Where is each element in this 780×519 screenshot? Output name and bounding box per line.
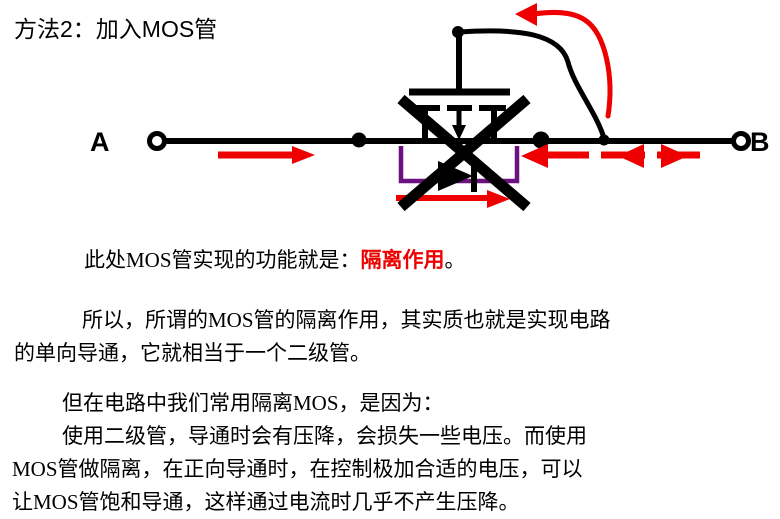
- junction-dot-right: [532, 131, 550, 149]
- gate-control-red-curve: [531, 9, 613, 119]
- reason-line-3: 让MOS管饱和导通，这样通过电流时几乎不产生压降。: [12, 490, 520, 514]
- left-current-arrowhead-icon: [292, 146, 315, 164]
- reason-line-1: 使用二级管，导通时会有压降，会损失一些电压。而使用: [62, 424, 587, 448]
- bulk-arrow-icon: [452, 125, 466, 140]
- gate-control-red-arrowhead-icon: [515, 3, 537, 26]
- function-statement: 此处MOS管实现的功能就是：隔离作用。: [84, 244, 466, 277]
- terminal-a-node: [147, 131, 167, 151]
- reason-line-2: MOS管做隔离，在正向导通时，在控制极加合适的电压，可以: [12, 457, 583, 481]
- diode-forward-arrowhead-icon: [487, 190, 510, 208]
- conclusion-line-2: 的单向导通，它就相当于一个二级管。: [14, 341, 371, 365]
- blocked-arrowhead-right-icon: [661, 144, 688, 168]
- function-statement-prefix: 此处MOS管实现的功能就是：: [84, 248, 361, 272]
- gate-control-wire: [457, 28, 607, 141]
- page-title: 方法2：加入MOS管: [14, 16, 218, 42]
- circuit-diagram: A B: [0, 0, 780, 232]
- function-statement-highlight: 隔离作用: [360, 248, 445, 272]
- cross-out-stroke-2: [397, 94, 531, 212]
- terminal-b-node: [731, 131, 751, 151]
- circuit-diagram-svg: [147, 3, 751, 212]
- terminal-a-label: A: [90, 127, 110, 157]
- right-current-arrowhead-icon: [521, 144, 548, 168]
- junction-dot-left: [351, 132, 367, 148]
- terminal-b-label: B: [750, 127, 770, 157]
- reason-heading: 但在电路中我们常用隔离MOS，是因为：: [62, 391, 444, 415]
- function-statement-suffix: 。: [444, 248, 466, 272]
- conclusion-line-1: 所以，所谓的MOS管的隔离作用，其实质也就是实现电路: [82, 308, 611, 332]
- blocked-arrowhead-left-icon: [618, 144, 644, 168]
